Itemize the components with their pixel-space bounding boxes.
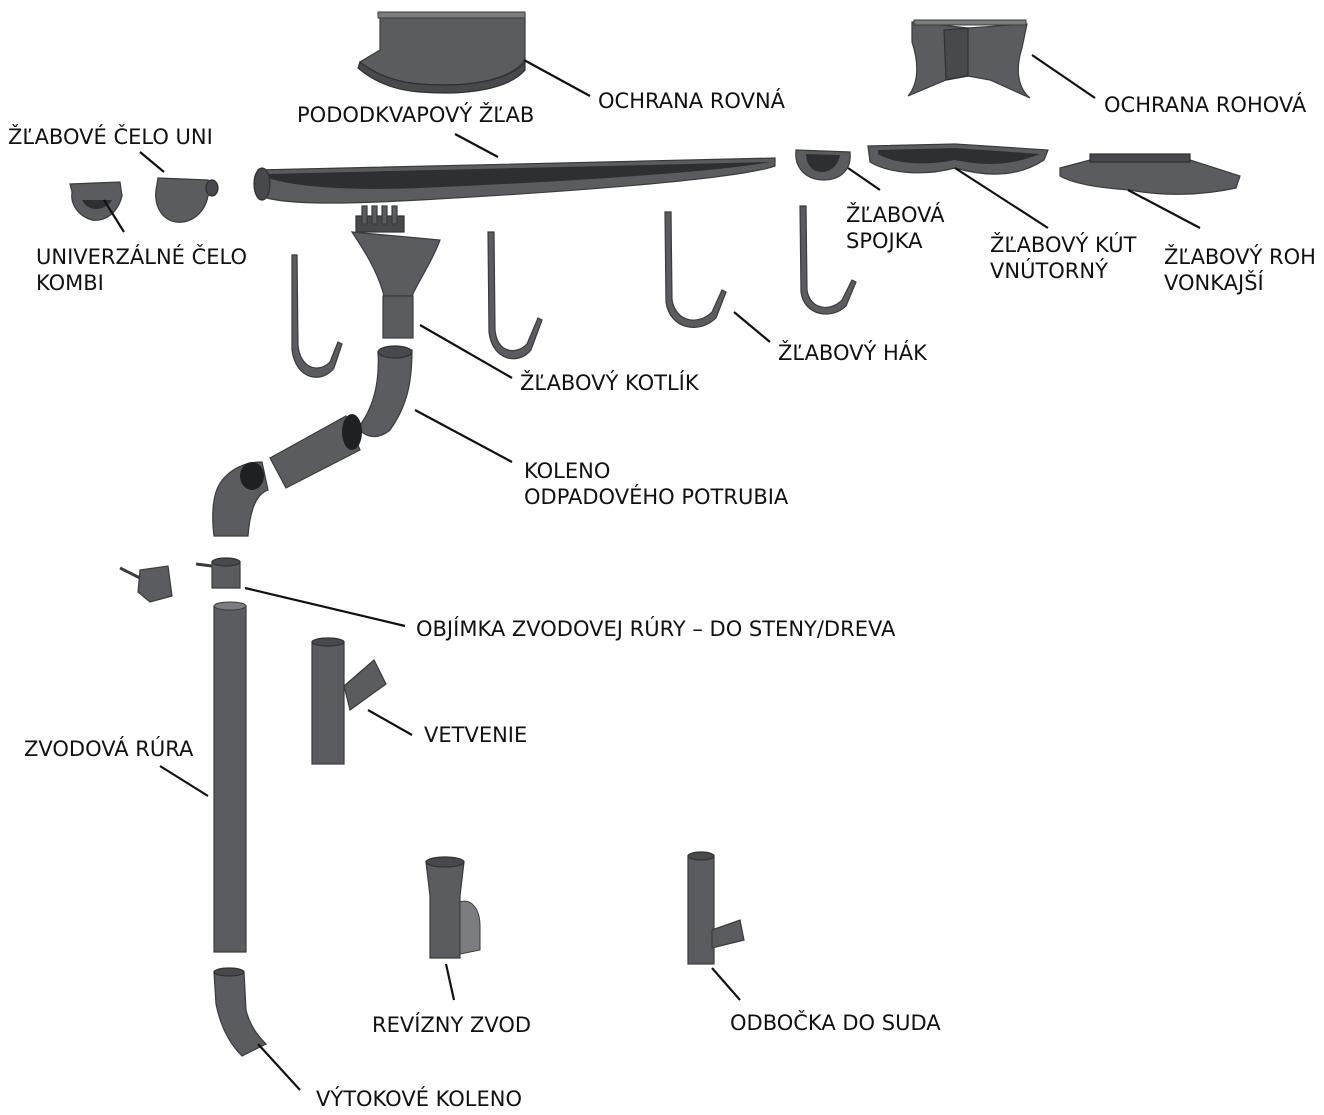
odbocka-do-suda-part <box>688 852 744 964</box>
leader-ochrana-rovna <box>524 60 590 96</box>
label-zlabove-celo-uni: ŽĽABOVÉ ČELO UNI <box>8 124 213 150</box>
label-ochrana-rohova: OCHRANA ROHOVÁ <box>1104 92 1306 118</box>
zlabova-spojka-part <box>796 150 850 180</box>
label-odbocka-do-suda: ODBOČKA DO SUDA <box>730 1010 941 1036</box>
label-pododkvapovy-zlab: PODODKVAPOVÝ ŽĽAB <box>297 102 534 128</box>
label-univerzalne-celo-line2: KOMBI <box>36 270 247 296</box>
zlabovy-roh-vonkajsi-part <box>1060 154 1240 194</box>
leader-odbocka <box>712 968 740 1000</box>
leader-zlabovy-kut <box>955 168 1048 228</box>
leader-objimka <box>245 588 405 626</box>
pododkvapovy-zlab-part <box>254 158 775 203</box>
leader-koleno <box>415 410 512 462</box>
label-koleno-line1: KOLENO <box>524 458 788 484</box>
label-zlabovy-kut-vnutorny: ŽĽABOVÝ KÚT VNÚTORNÝ <box>990 232 1136 284</box>
leader-ochrana-rohova <box>1032 55 1095 98</box>
objimka-zvodovej-rury-parts <box>120 558 240 602</box>
leader-pododkvapovy-zlab <box>455 134 498 157</box>
label-zlabova-spojka-line2: SPOJKA <box>846 228 945 254</box>
label-koleno-odpadoveho-potrubia: KOLENO ODPADOVÉHO POTRUBIA <box>524 458 788 510</box>
zlabove-celo-uni-part <box>156 178 218 222</box>
label-zlabovy-hak: ŽĽABOVÝ HÁK <box>778 340 927 366</box>
label-zlabovy-roh-line2: VONKAJŠÍ <box>1164 270 1316 296</box>
label-objimka: OBJÍMKA ZVODOVEJ RÚRY – DO STENY/DREVA <box>416 616 895 642</box>
vetvenie-part <box>312 638 386 764</box>
leader-zlabove-celo-uni <box>140 152 164 172</box>
label-zlabovy-kotlik: ŽĽABOVÝ KOTLÍK <box>520 370 699 396</box>
leader-vytokove-koleno <box>258 1044 300 1090</box>
zlabovy-kotlik-part <box>352 206 440 338</box>
label-zlabova-spojka: ŽĽABOVÁ SPOJKA <box>846 202 945 254</box>
label-revizny-zvod: REVÍZNY ZVOD <box>372 1012 531 1038</box>
label-univerzalne-celo-line1: UNIVERZÁLNÉ ČELO <box>36 244 247 270</box>
vytokove-koleno-part <box>214 968 266 1056</box>
leader-lines <box>104 55 1200 1090</box>
label-univerzalne-celo-kombi: UNIVERZÁLNÉ ČELO KOMBI <box>36 244 247 296</box>
label-ochrana-rovna: OCHRANA ROVNÁ <box>598 88 785 114</box>
label-zlabovy-roh-vonkajsi: ŽĽABOVÝ ROH VONKAJŠÍ <box>1164 244 1316 296</box>
ochrana-rohova-part <box>908 20 1030 98</box>
label-zvodova-rura: ZVODOVÁ RÚRA <box>24 736 193 762</box>
revizny-zvod-part <box>426 857 480 958</box>
label-vytokove-koleno: VÝTOKOVÉ KOLENO <box>316 1086 522 1112</box>
leader-zvodova-rura <box>160 766 208 796</box>
leader-zlabovy-hak <box>734 312 770 342</box>
leader-zlabova-spojka <box>848 168 880 190</box>
leader-vetvenie <box>368 710 412 735</box>
leader-revizny-zvod <box>446 964 454 1000</box>
label-vetvenie: VETVENIE <box>424 722 527 748</box>
leader-zlabovy-roh <box>1128 190 1200 228</box>
label-zlabovy-kut-line1: ŽĽABOVÝ KÚT <box>990 232 1136 258</box>
ochrana-rovna-part <box>358 12 525 93</box>
label-koleno-line2: ODPADOVÉHO POTRUBIA <box>524 484 788 510</box>
zvodova-rura-part <box>214 602 246 952</box>
label-zlabova-spojka-line1: ŽĽABOVÁ <box>846 202 945 228</box>
label-zlabovy-kut-line2: VNÚTORNÝ <box>990 258 1136 284</box>
label-zlabovy-roh-line1: ŽĽABOVÝ ROH <box>1164 244 1316 270</box>
